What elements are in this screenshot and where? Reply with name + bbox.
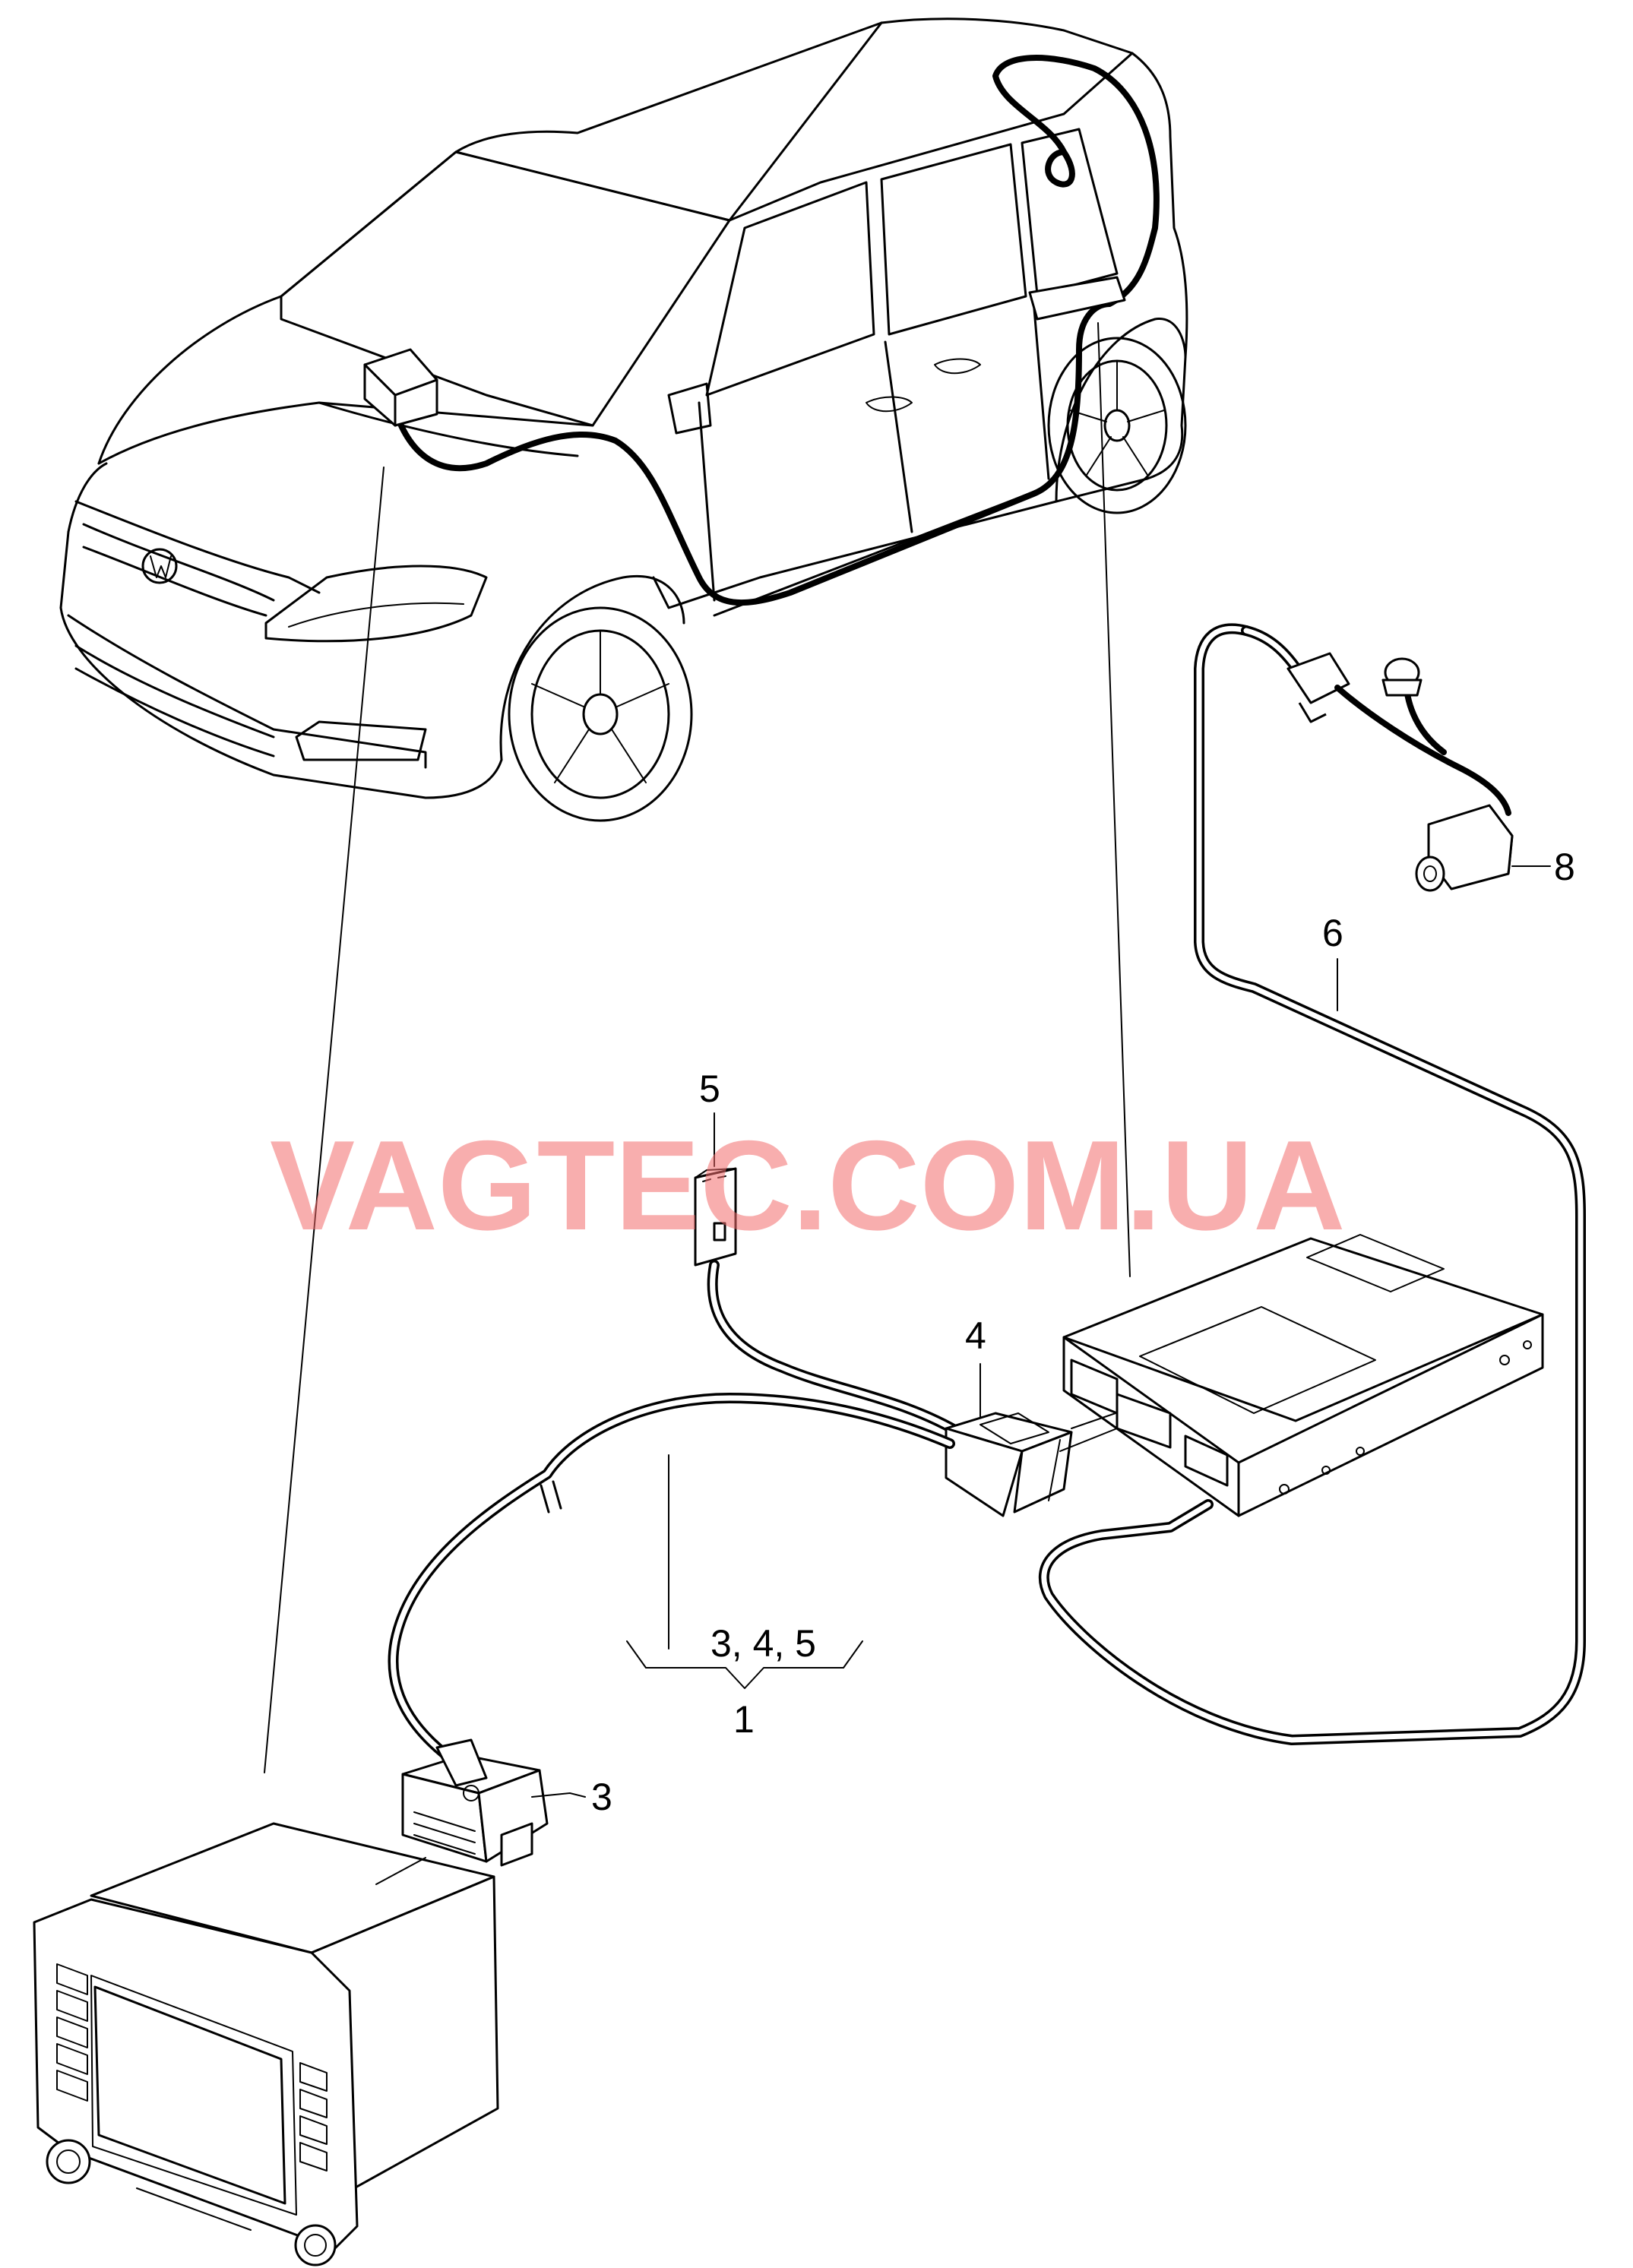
callout-8: 8 bbox=[1554, 846, 1575, 888]
callout-3: 3 bbox=[591, 1776, 612, 1818]
callout-1: 1 bbox=[733, 1698, 755, 1741]
camera-harness bbox=[1038, 623, 1586, 1745]
connector-3 bbox=[401, 1738, 549, 1867]
connector-5 bbox=[694, 1167, 970, 1441]
leader-line-connector-head-unit bbox=[375, 1857, 426, 1885]
main-cable bbox=[388, 1393, 955, 1768]
vehicle-wiring-harness bbox=[363, 55, 1160, 606]
callout-4: 4 bbox=[965, 1314, 986, 1357]
callout-leader-3 bbox=[531, 1792, 586, 1798]
group-label: 3, 4, 5 bbox=[710, 1622, 816, 1665]
leader-line-head-unit bbox=[264, 467, 385, 1773]
camera-control-unit bbox=[1062, 1234, 1544, 1517]
leader-line-connector-control-unit bbox=[1059, 1428, 1118, 1452]
vehicle-illustration bbox=[59, 17, 1188, 822]
group-bracket bbox=[626, 1640, 863, 1689]
radio-navigation-unit bbox=[33, 1822, 499, 2266]
callouts: 5 4 6 8 3 3, 4, 5 1 bbox=[531, 846, 1575, 1818]
callout-5: 5 bbox=[699, 1068, 720, 1110]
callout-6: 6 bbox=[1322, 912, 1343, 954]
leader-line-control-unit bbox=[1097, 322, 1131, 1277]
watermark-text: VAGTEC.COM.UA bbox=[270, 1114, 1346, 1257]
connector-4 bbox=[945, 1412, 1116, 1517]
